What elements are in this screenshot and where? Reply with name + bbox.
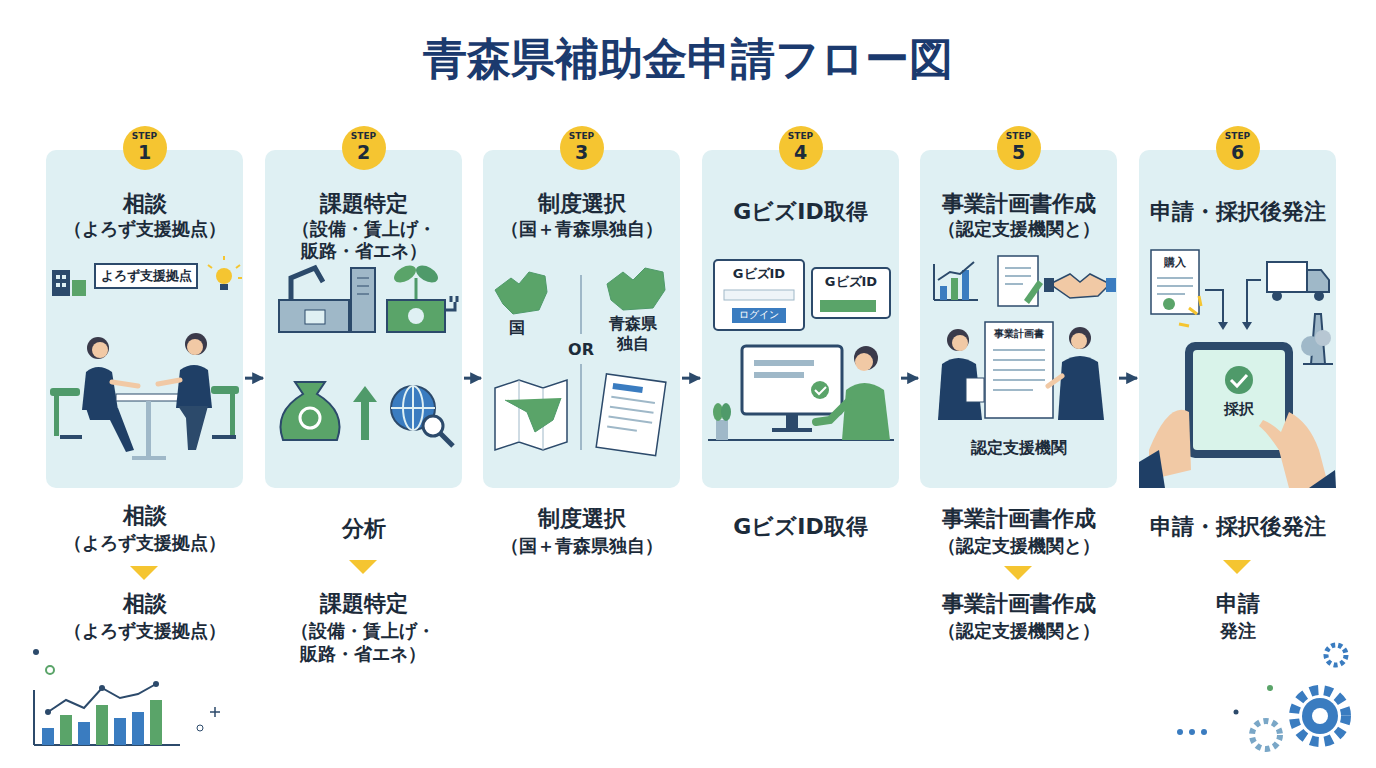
flow-text: 分析 <box>265 515 462 543</box>
flow-text: （設備・賃上げ・販路・省エネ） <box>288 620 439 665</box>
flow-text: （よろず支援拠点） <box>46 620 243 643</box>
flow-text: （国＋青森県独自） <box>483 535 680 558</box>
step-subtitle: （国＋青森県独自） <box>489 218 674 241</box>
diagram-title: 青森県補助金申請フロー図 <box>0 30 1376 89</box>
step-word: STEP <box>560 131 604 142</box>
flow-text: （認定支援機関と） <box>920 535 1117 558</box>
card-text: 相談（よろず支援拠点） <box>46 190 243 240</box>
step-number: 4 <box>779 142 823 163</box>
step-badge: STEP6 <box>1216 126 1260 170</box>
step-heading: 申請・採択後発注 <box>1145 198 1330 226</box>
step-card: 課題特定（設備・賃上げ・販路・省エネ） <box>265 150 462 488</box>
sign-text: よろず支援拠点 <box>94 263 198 289</box>
illustration-label: 青森県 独自 <box>607 314 660 354</box>
flow-text: 制度選択 <box>483 505 680 533</box>
step-subtitle: （よろず支援拠点） <box>52 218 237 241</box>
step-heading: 制度選択 <box>489 190 674 218</box>
down-triangles <box>130 560 1251 580</box>
card-text: 申請・採択後発注 <box>1139 198 1336 226</box>
card-text: GビズID取得 <box>702 198 899 226</box>
flow-text: 相談 <box>46 502 243 530</box>
illustration-label: GビズID <box>814 274 888 290</box>
flow-arrow <box>682 377 700 380</box>
step-number: 3 <box>560 142 604 163</box>
flow-text: 発注 <box>1139 620 1336 643</box>
flow-text: 事業計画書作成 <box>920 505 1117 533</box>
step-number: 1 <box>123 142 167 163</box>
flow-text: 課題特定 <box>265 590 462 618</box>
step-card: 申請・採択後発注購入採択 <box>1139 150 1336 488</box>
step-badge: STEP5 <box>997 126 1041 170</box>
card-text: 制度選択（国＋青森県独自） <box>483 190 680 240</box>
flow-arrow <box>1119 377 1137 380</box>
step-number: 5 <box>997 142 1041 163</box>
step-word: STEP <box>1216 131 1260 142</box>
step-card: GビズID取得 GビズID ログイン GビズID <box>702 150 899 488</box>
step-subtitle: （認定支援機関と） <box>926 218 1111 241</box>
step-badge: STEP2 <box>342 126 386 170</box>
flow-text: 申請・採択後発注 <box>1139 513 1336 541</box>
step-card: 制度選択（国＋青森県独自） 国 OR 青森県 独自 <box>483 150 680 488</box>
flow-text: 事業計画書作成 <box>920 590 1117 618</box>
illustration-label: 認定支援機関 <box>920 438 1117 458</box>
flow-arrow <box>245 377 263 380</box>
flow-text: 相談 <box>46 590 243 618</box>
step-subtitle: （設備・賃上げ・販路・省エネ） <box>288 218 439 263</box>
step-heading: GビズID取得 <box>708 198 893 226</box>
illustration-label: 国 <box>497 318 537 338</box>
card-text: 課題特定（設備・賃上げ・販路・省エネ） <box>265 190 462 263</box>
step-badge: STEP3 <box>560 126 604 170</box>
flow-text: （認定支援機関と） <box>920 620 1117 643</box>
flow-arrow <box>901 377 918 380</box>
step-word: STEP <box>342 131 386 142</box>
flow-text: （よろず支援拠点） <box>46 532 243 555</box>
illustration-label: 購入 <box>1153 256 1197 270</box>
step-heading: 事業計画書作成 <box>926 190 1111 218</box>
step-number: 2 <box>342 142 386 163</box>
flow-arrow <box>464 377 481 380</box>
card-text: 事業計画書作成（認定支援機関と） <box>920 190 1117 240</box>
flow-text: 申請 <box>1139 590 1336 618</box>
step-card: 事業計画書作成（認定支援機関と） 事業計画書認定支援機関 <box>920 150 1117 488</box>
illustration-label: OR <box>561 340 601 360</box>
step-badge: STEP4 <box>779 126 823 170</box>
step-card: 相談（よろず支援拠点） よろず支援拠点 <box>46 150 243 488</box>
illustration-label: 事業計画書 <box>986 328 1052 341</box>
flow-text: GビズID取得 <box>702 513 899 541</box>
step-word: STEP <box>997 131 1041 142</box>
illustration-label: 採択 <box>1205 400 1273 419</box>
step-heading: 相談 <box>52 190 237 218</box>
illustration-label: GビズID <box>716 266 802 282</box>
step-badge: STEP1 <box>123 126 167 170</box>
step-word: STEP <box>123 131 167 142</box>
illustration-label: ログイン <box>732 308 786 323</box>
bar-chart-decor <box>33 649 220 745</box>
step-heading: 課題特定 <box>271 190 456 218</box>
step-number: 6 <box>1216 142 1260 163</box>
gear-decor <box>1177 645 1346 749</box>
step-word: STEP <box>779 131 823 142</box>
